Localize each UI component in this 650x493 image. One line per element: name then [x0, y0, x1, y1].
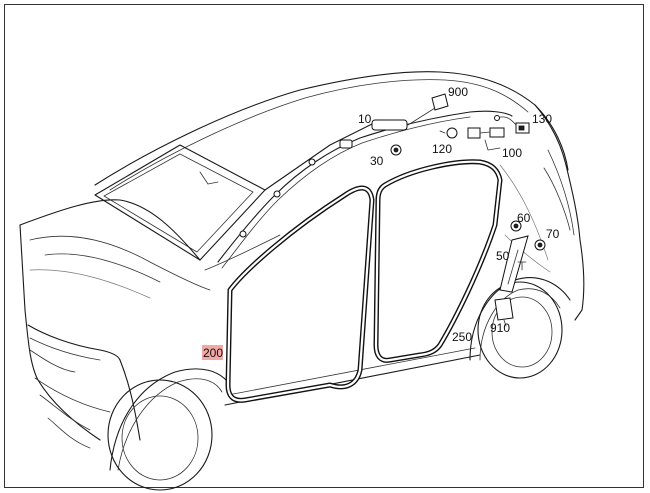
callout-900: 900	[448, 85, 468, 99]
callout-highlight	[202, 345, 223, 360]
curtain-airbag	[217, 110, 513, 269]
front-door-seal	[225, 185, 375, 403]
part-50-strut	[499, 235, 529, 293]
car-body	[19, 71, 585, 491]
callout-70: 70	[546, 227, 560, 241]
part-100-sensor	[467, 127, 505, 151]
part-60-bolt	[510, 220, 522, 232]
callout-50: 50	[496, 249, 510, 263]
callout-910: 910	[490, 321, 510, 335]
callout-60: 60	[517, 211, 531, 225]
rear-door-seal	[373, 159, 503, 363]
callout-120: 120	[432, 142, 452, 156]
callout-100: 100	[502, 146, 522, 160]
callout-10: 10	[358, 112, 372, 126]
part-900-connector	[407, 93, 449, 126]
callout-200: 200	[203, 346, 223, 360]
callout-130: 130	[532, 112, 552, 126]
part-120-clip	[439, 127, 458, 139]
part-70-bolt	[534, 239, 546, 251]
part-30-fastener	[390, 144, 402, 156]
part-130-bracket	[494, 115, 530, 134]
part-910-connector	[494, 297, 514, 327]
callout-250: 250	[452, 330, 472, 344]
callout-30: 30	[370, 154, 384, 168]
